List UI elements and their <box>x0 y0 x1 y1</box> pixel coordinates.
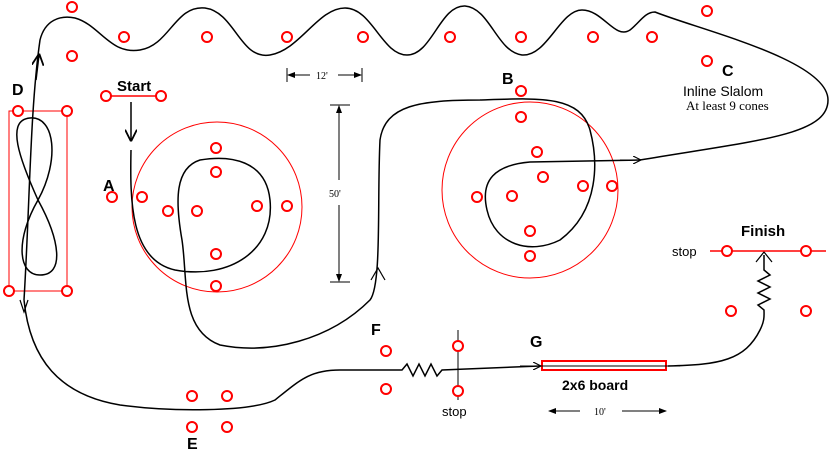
cone <box>155 90 167 102</box>
cone <box>471 191 483 203</box>
label-a: A <box>103 178 115 195</box>
arrow-down-d <box>19 299 29 314</box>
label-stop-finish: stop <box>672 244 697 259</box>
cone <box>251 200 263 212</box>
cone <box>515 31 527 43</box>
cone <box>66 50 78 62</box>
cone <box>452 340 464 352</box>
arrow-up-left <box>36 55 39 81</box>
cone <box>201 31 213 43</box>
cone <box>66 1 78 13</box>
label-e: E <box>187 436 198 452</box>
track-main <box>130 98 641 349</box>
label-start: Start <box>117 78 151 95</box>
cone <box>577 180 589 192</box>
dim-12 <box>286 68 363 82</box>
cone <box>3 285 15 297</box>
cone <box>221 421 233 433</box>
cone <box>210 166 222 178</box>
cone <box>524 250 536 262</box>
figure8-box <box>8 110 68 292</box>
cone <box>191 205 203 217</box>
cone <box>281 200 293 212</box>
label-dim-50: 50' <box>329 189 341 200</box>
track-bottom <box>23 299 541 411</box>
cone <box>210 248 222 260</box>
track-finish <box>667 255 772 367</box>
cone <box>721 245 733 257</box>
cone <box>606 180 618 192</box>
cone <box>444 31 456 43</box>
cone <box>701 5 713 17</box>
dim-50 <box>330 104 350 283</box>
cone <box>452 385 464 397</box>
cone <box>587 31 599 43</box>
cone <box>186 421 198 433</box>
cone <box>515 85 527 97</box>
cone <box>646 31 658 43</box>
label-dim-12: 12' <box>316 71 328 82</box>
label-f: F <box>371 322 381 339</box>
cone <box>524 225 536 237</box>
cone <box>800 245 812 257</box>
cone <box>531 146 543 158</box>
cone <box>725 305 737 317</box>
label-stop-f: stop <box>442 404 467 419</box>
cone <box>12 105 24 117</box>
label-c-title: Inline Slalom <box>683 83 763 99</box>
label-g: G <box>530 334 542 351</box>
label-dim-10: 10' <box>594 407 606 418</box>
cone <box>118 31 130 43</box>
cone <box>136 191 148 203</box>
label-c-sub: At least 9 cones <box>686 98 769 113</box>
cone <box>380 383 392 395</box>
label-b: B <box>502 71 514 88</box>
cone <box>221 390 233 402</box>
circle-b <box>441 101 619 279</box>
label-d: D <box>12 82 24 99</box>
cone <box>537 171 549 183</box>
label-c: C <box>722 63 734 80</box>
cone <box>515 111 527 123</box>
cone <box>506 190 518 202</box>
cone <box>210 142 222 154</box>
cone <box>281 31 293 43</box>
cone <box>61 105 73 117</box>
cones <box>3 1 812 433</box>
track-outer <box>23 5 829 301</box>
cone <box>162 205 174 217</box>
cone <box>800 305 812 317</box>
cone <box>701 55 713 67</box>
cone <box>186 390 198 402</box>
cone <box>380 345 392 357</box>
label-board: 2x6 board <box>562 377 628 393</box>
cone <box>357 31 369 43</box>
figure8-path <box>16 117 58 276</box>
arrow-up-track <box>370 266 386 281</box>
cone <box>210 280 222 292</box>
cone <box>61 285 73 297</box>
cone <box>100 90 112 102</box>
label-finish: Finish <box>741 223 785 240</box>
cone <box>106 191 118 203</box>
